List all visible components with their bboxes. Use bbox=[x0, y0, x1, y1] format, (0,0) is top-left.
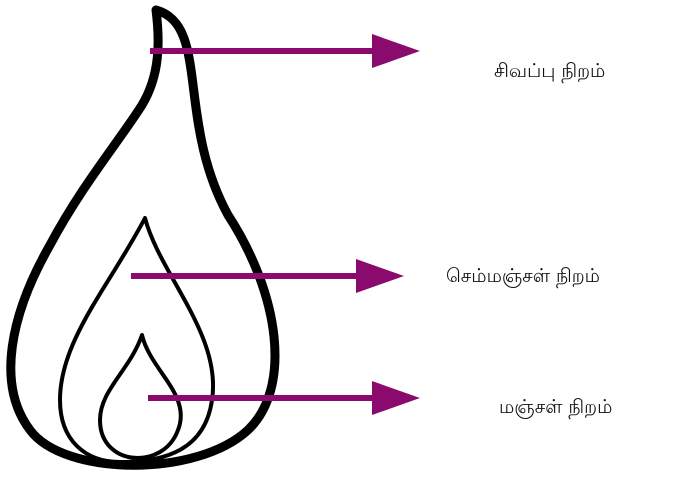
flame-inner-outline bbox=[98, 333, 183, 460]
arrow-inner bbox=[148, 381, 420, 415]
flame-middle-outline bbox=[58, 216, 216, 464]
arrow-middle bbox=[131, 259, 404, 293]
arrow-outer bbox=[150, 34, 420, 68]
outer-zone-label: சிவப்பு நிறம் bbox=[494, 60, 606, 82]
inner-zone-label: மஞ்சள் நிறம் bbox=[499, 396, 613, 418]
flame-outer-outline bbox=[6, 5, 280, 470]
middle-zone-label: செம்மஞ்சள் நிறம் bbox=[446, 265, 600, 287]
